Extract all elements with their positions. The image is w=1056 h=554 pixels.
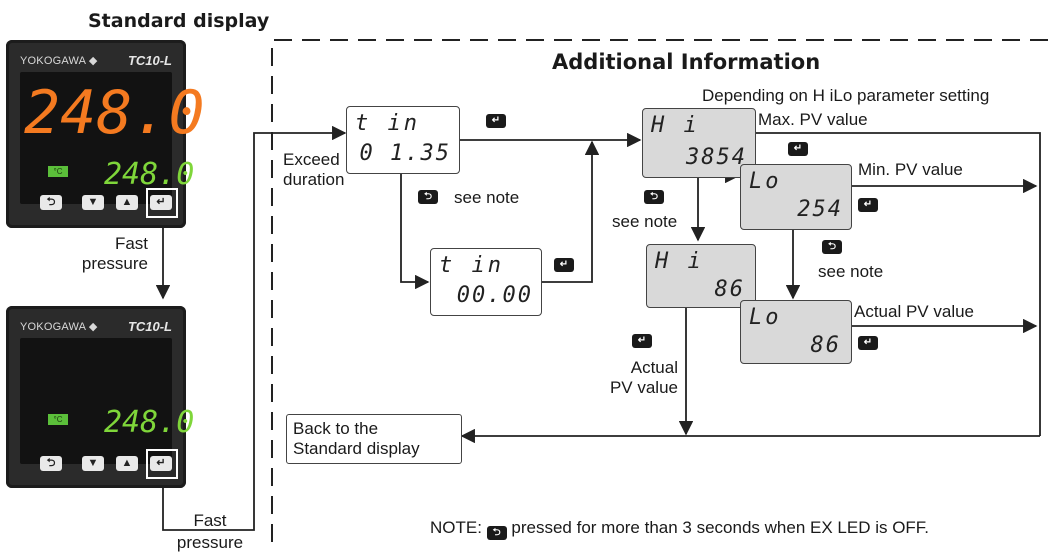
enter-key-icon: ↵ bbox=[788, 142, 808, 156]
display-tin-2: t in 00.00 bbox=[430, 248, 542, 316]
enter-key-icon: ↵ bbox=[554, 258, 574, 272]
unit-badge: °C bbox=[48, 414, 68, 425]
loop-key-icon: ⮌ bbox=[822, 240, 842, 254]
display-lo-2: Lo 86 bbox=[740, 300, 852, 364]
sv-display: 248.0 bbox=[104, 157, 195, 192]
loop-key-icon: ⮌ bbox=[486, 526, 507, 540]
enter-key-icon: ↵ bbox=[858, 198, 878, 212]
device-screen: °C 248.0 bbox=[20, 338, 194, 464]
enter-key-icon: ↵ bbox=[858, 336, 878, 350]
pv-display: 248.0 bbox=[24, 78, 205, 148]
enter-key-icon: ↵ bbox=[632, 334, 652, 348]
up-key-icon[interactable]: ▲ bbox=[116, 195, 138, 210]
display-label: H i bbox=[651, 113, 700, 138]
sv-display: 248.0 bbox=[104, 405, 195, 440]
device-brand: YOKOGAWA ◆ bbox=[20, 321, 98, 333]
loop-key-icon: ⮌ bbox=[644, 190, 664, 204]
unit-badge: °C bbox=[48, 166, 68, 177]
device-brand: YOKOGAWA ◆ bbox=[20, 55, 98, 67]
see-note-label: see note bbox=[612, 212, 678, 231]
depending-label: Depending on H iLo parameter setting bbox=[702, 86, 990, 105]
display-label: Lo bbox=[749, 169, 782, 194]
loop-key-icon[interactable]: ⮌ bbox=[40, 195, 62, 210]
loop-key-icon[interactable]: ⮌ bbox=[40, 456, 62, 471]
enter-key-highlight bbox=[146, 449, 178, 479]
display-value: 86 bbox=[714, 277, 745, 302]
additional-info-title: Additional Information bbox=[552, 50, 821, 74]
controller-device-bottom: YOKOGAWA ◆ TC10-L °C 248.0 ⮌ ▼ ▲ ↵ bbox=[6, 306, 194, 488]
see-note-label: see note bbox=[818, 262, 884, 281]
standard-display-title: Standard display bbox=[88, 10, 270, 32]
actual-pv-left-label: Actual PV value bbox=[609, 358, 678, 397]
display-value: 00.00 bbox=[456, 283, 533, 308]
enter-key-icon: ↵ bbox=[486, 114, 506, 128]
device-model: TC10-L bbox=[127, 319, 172, 334]
display-label: t in bbox=[355, 111, 420, 136]
up-key-icon[interactable]: ▲ bbox=[116, 456, 138, 471]
note-suffix: pressed for more than 3 seconds when EX … bbox=[506, 518, 930, 537]
see-note-label: see note bbox=[454, 188, 520, 207]
min-pv-label: Min. PV value bbox=[858, 160, 963, 179]
display-lo-1: Lo 254 bbox=[740, 164, 852, 230]
display-tin-1: t in 0 1.35 bbox=[346, 106, 460, 174]
display-value: 0 1.35 bbox=[359, 141, 451, 166]
display-value: 3854 bbox=[686, 145, 747, 170]
display-label: t in bbox=[439, 253, 504, 278]
down-key-icon[interactable]: ▼ bbox=[82, 456, 104, 471]
max-pv-label: Max. PV value bbox=[758, 110, 868, 129]
display-label: H i bbox=[655, 249, 704, 274]
device-screen: 248.0 °C 248.0 bbox=[20, 72, 205, 204]
controller-device-top: YOKOGAWA ◆ TC10-L 248.0 °C 248.0 ⮌ ▼ ▲ ↵ bbox=[6, 40, 205, 228]
loop-key-icon: ⮌ bbox=[418, 190, 438, 204]
exceed-duration-label: Exceed duration bbox=[283, 150, 345, 189]
enter-key-highlight bbox=[146, 188, 178, 218]
fast-pressure-label: Fast pressure bbox=[176, 511, 244, 552]
enter-key-icon[interactable]: ↵ bbox=[150, 195, 172, 210]
note-prefix: NOTE: bbox=[430, 518, 487, 537]
device-model: TC10-L bbox=[127, 53, 172, 68]
fast-pressure-label: Fast pressure bbox=[81, 234, 148, 273]
display-hi-2: H i 86 bbox=[646, 244, 756, 308]
display-value: 254 bbox=[797, 197, 843, 222]
display-value: 86 bbox=[810, 333, 841, 358]
actual-pv-right-label: Actual PV value bbox=[854, 302, 975, 321]
enter-key-icon[interactable]: ↵ bbox=[150, 456, 172, 471]
note-text: NOTE: ⮌ pressed for more than 3 seconds … bbox=[430, 518, 930, 540]
display-hi-1: H i 3854 bbox=[642, 108, 756, 178]
down-key-icon[interactable]: ▼ bbox=[82, 195, 104, 210]
display-label: Lo bbox=[749, 305, 782, 330]
back-to-standard-box: Back to the Standard display bbox=[286, 414, 462, 464]
